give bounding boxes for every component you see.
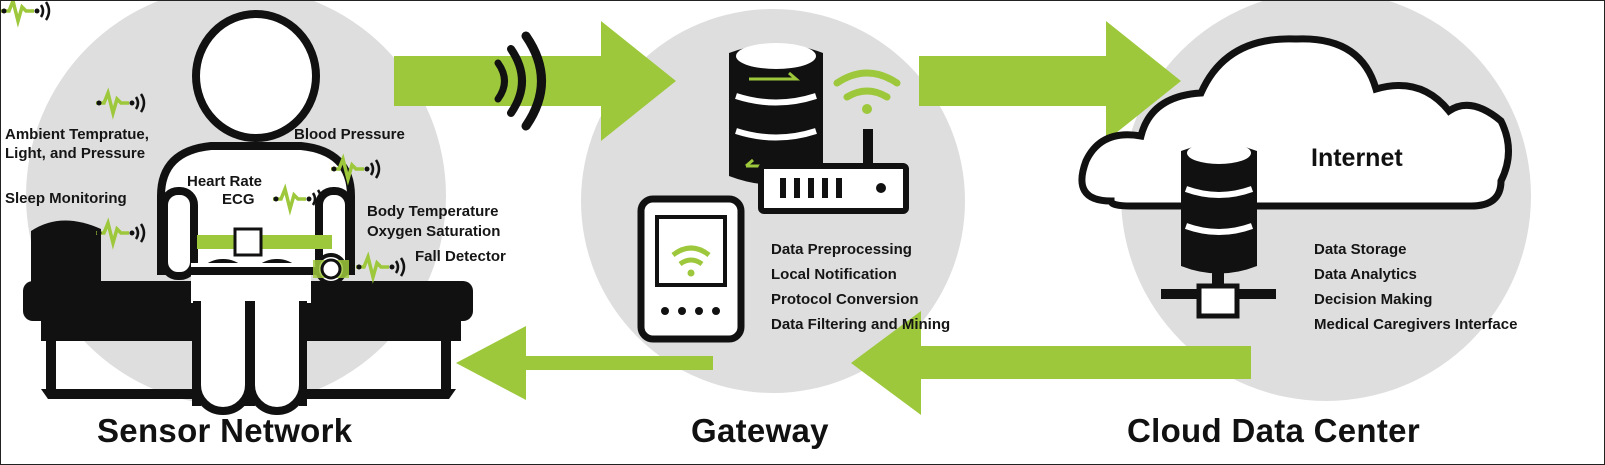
cloud-function-item: Decision Making (1314, 291, 1433, 308)
gateway-function-item: Data Filtering and Mining (771, 316, 951, 333)
arrow-gateway-to-sensor (456, 326, 713, 400)
cloud-database-icon (1181, 142, 1257, 274)
arrow-cloud-to-gateway (851, 311, 1251, 415)
label-oxygen-saturation: Oxygen Saturation (367, 223, 501, 240)
router-icon (758, 129, 909, 214)
label-fall-detector: Fall Detector (415, 248, 506, 265)
label-heart-rate: Heart Rate (187, 173, 263, 190)
gateway-function-list: Data Preprocessing Local Notification Pr… (771, 237, 950, 337)
label-ambient-line1: Ambient Tempratue, (5, 126, 149, 143)
wifi-icon (833, 69, 901, 114)
arrow-gateway-to-cloud (919, 21, 1181, 141)
cloud-function-item: Data Analytics (1314, 266, 1417, 283)
label-ambient-line2: Light, and Pressure (5, 145, 146, 162)
cloud-data-center-title: Cloud Data Center (1127, 412, 1420, 449)
wireless-signal-icon (494, 31, 546, 131)
gateway-function-item: Local Notification (771, 266, 897, 283)
database-icon (729, 43, 823, 185)
gateway-function-item: Data Preprocessing (771, 241, 912, 258)
tablet-icon (637, 195, 745, 343)
sensor-network-title: Sensor Network (97, 412, 353, 449)
network-node-icon (1161, 271, 1276, 319)
gateway-function-item: Protocol Conversion (771, 291, 919, 308)
chest-belt-sensor-icon (197, 227, 349, 285)
cloud-function-item: Medical Caregivers Interface (1314, 316, 1518, 333)
cloud-function-item: Data Storage (1314, 241, 1407, 258)
internet-label: Internet (1311, 144, 1403, 172)
cloud-function-list: Data Storage Data Analytics Decision Mak… (1314, 237, 1517, 337)
pulse-sensor-icon (1, 1, 51, 28)
label-blood-pressure: Blood Pressure (294, 126, 405, 143)
label-body-temperature: Body Temperature (367, 203, 499, 220)
gateway-title: Gateway (691, 412, 829, 449)
label-sleep-monitoring: Sleep Monitoring (5, 190, 127, 207)
arrow-sensor-to-gateway (394, 21, 676, 141)
label-ecg: ECG (222, 191, 255, 208)
